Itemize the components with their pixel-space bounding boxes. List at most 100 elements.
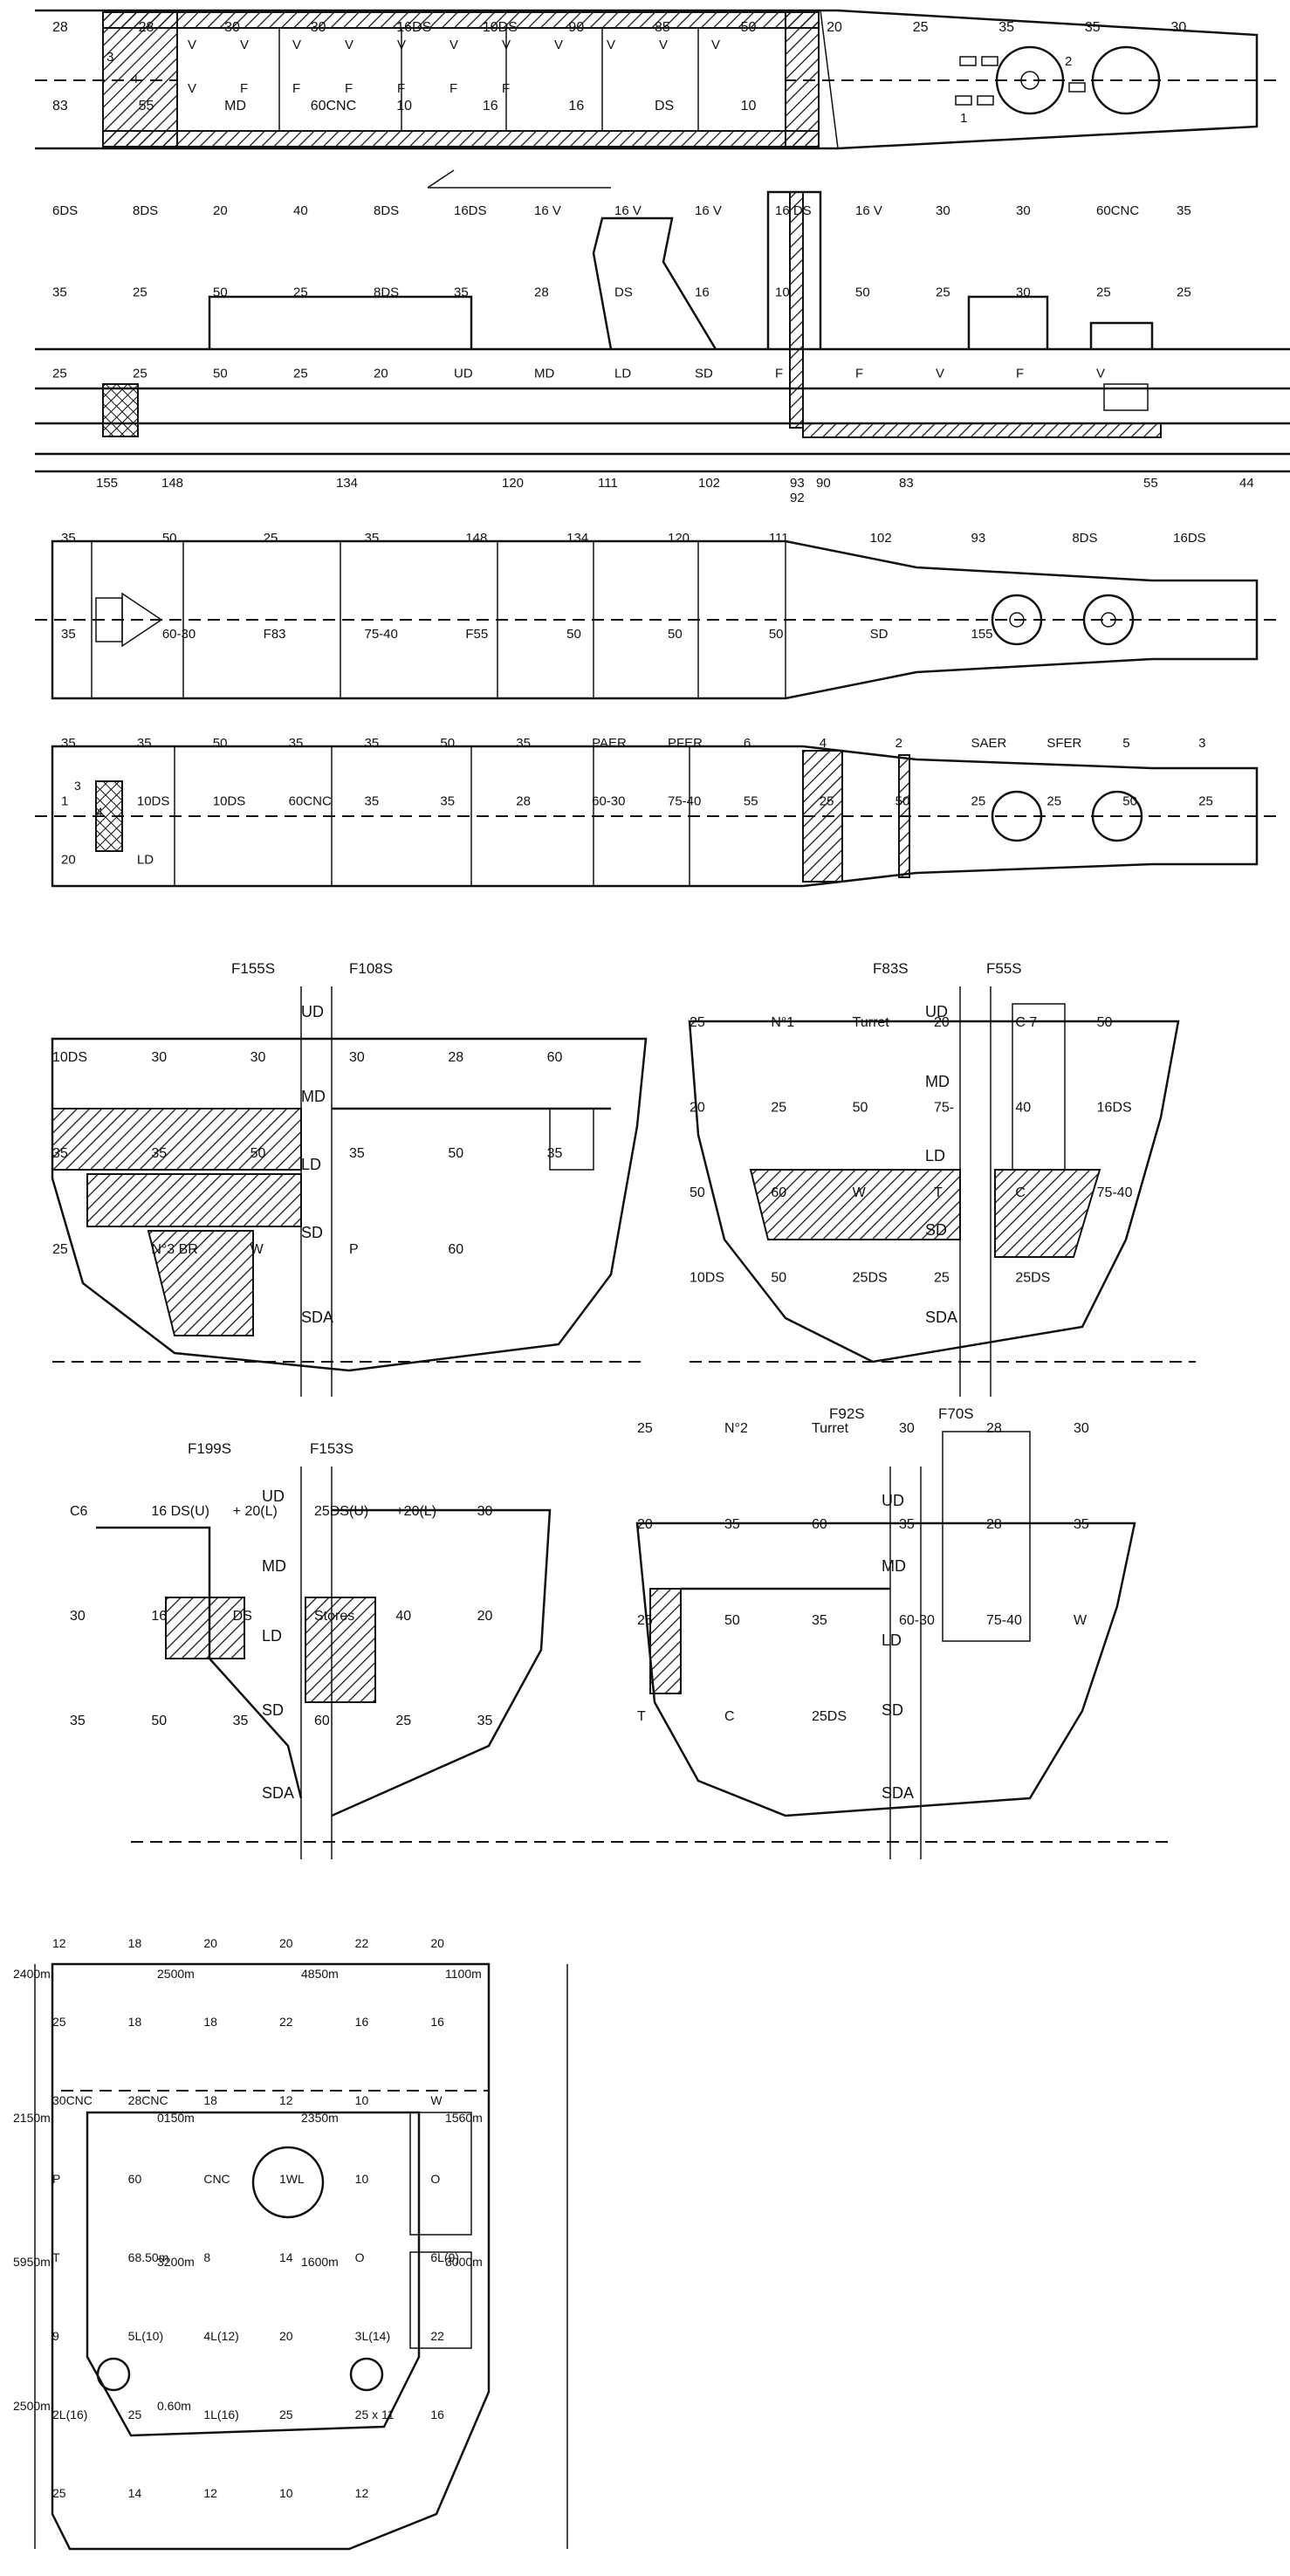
plan-middle-label: 25 <box>264 531 278 546</box>
deck-label: SDA <box>262 1784 294 1802</box>
deck-label: SDA <box>925 1309 957 1326</box>
deck-label: UD <box>262 1487 285 1505</box>
section-label: C6 <box>70 1504 88 1519</box>
detail-label: 16 <box>430 2015 444 2029</box>
profile-label: 16 V <box>534 203 561 218</box>
section-label: 35 <box>812 1613 827 1628</box>
section-label: 16 DS(U) <box>151 1504 209 1519</box>
profile-label: 50 <box>855 285 870 299</box>
plan-middle-label: 120 <box>668 531 690 546</box>
section-label: 50 <box>250 1146 266 1161</box>
profile-label: 8DS <box>133 203 158 218</box>
frame-number-label: 93 <box>790 476 805 491</box>
section-label: 30 <box>349 1050 365 1065</box>
section-label: 30 <box>70 1609 86 1624</box>
dimension-label: 0150m <box>157 2111 195 2125</box>
circled-number-label: 3 <box>106 50 113 65</box>
detail-label: 28CNC <box>128 2093 168 2107</box>
deck-label: SDA <box>882 1784 914 1802</box>
frame-number-label: 111 <box>598 476 618 491</box>
section-label: 35 <box>1074 1517 1089 1532</box>
section-label: N°2 <box>724 1421 748 1436</box>
section-label: 50 <box>771 1271 786 1286</box>
profile-label: F <box>855 367 863 381</box>
plan-middle-label: 35 <box>365 531 380 546</box>
section-label: 50 <box>448 1146 463 1161</box>
plan-lower-label: LD <box>137 852 154 867</box>
section-label: 35 <box>724 1517 740 1532</box>
profile-label: MD <box>534 367 554 381</box>
profile-label: 20 <box>374 367 388 381</box>
detail-label: 14 <box>128 2486 142 2500</box>
section-label: T <box>637 1709 646 1724</box>
deck-label: MD <box>925 1073 950 1090</box>
plan-lower-label: 60CNC <box>289 794 332 809</box>
section-label: + 20(L) <box>233 1504 278 1519</box>
section-label: 25DS <box>853 1271 888 1286</box>
turret-circle <box>1091 45 1161 115</box>
section-label: 60-30 <box>899 1613 935 1628</box>
plan-lower-label: 35 <box>61 736 76 751</box>
plan-lower-label: 25 <box>820 794 834 809</box>
turret-circle <box>995 45 1065 115</box>
plan-middle-label: SD <box>870 627 889 642</box>
detail-label: O <box>355 2250 365 2264</box>
deck-label: MD <box>301 1088 326 1105</box>
plan-upper-label: 90 <box>568 20 584 35</box>
section-label: 35 <box>151 1146 167 1161</box>
detail-label: 9 <box>52 2329 59 2343</box>
frame-left-label: F92S <box>829 1405 865 1422</box>
frame-left-label: F83S <box>873 960 909 977</box>
plan-lower-label: SFER <box>1046 736 1081 751</box>
plan-upper-label: 16DS <box>396 20 431 35</box>
room-icon-label: V <box>659 38 668 52</box>
plan-upper-label: 60CNC <box>311 99 356 113</box>
plan-lower-label: 4 <box>820 736 827 751</box>
dimension-label: 0.60m <box>157 2399 191 2413</box>
frame-right-label: F70S <box>938 1405 974 1422</box>
section-label: C <box>1015 1185 1026 1200</box>
plan-middle-label: 134 <box>566 531 588 546</box>
plan-lower-label: 35 <box>289 736 304 751</box>
plan-lower-label: 28 <box>516 794 531 809</box>
plan-middle-label: 50 <box>769 627 784 642</box>
detail-label: T <box>52 2250 60 2264</box>
section-label: 30 <box>151 1050 167 1065</box>
detail-label: 18 <box>128 2015 142 2029</box>
detail-label: 68.50m <box>128 2250 169 2264</box>
dimension-label: 3000m <box>445 2255 483 2269</box>
profile-label: 40 <box>293 203 308 218</box>
plan-middle-label: F83 <box>264 627 286 642</box>
section-label: C 7 <box>1015 1015 1037 1030</box>
plan-lower-label: 75-40 <box>668 794 701 809</box>
room-icon-label: F <box>449 81 457 96</box>
plan-upper-label: 10 <box>396 99 412 113</box>
detail-label: 5L(10) <box>128 2329 163 2343</box>
section-label: 35 <box>52 1146 68 1161</box>
detail-label: P <box>52 2172 60 2186</box>
section-label: 50 <box>690 1185 705 1200</box>
plan-lower-label: 20 <box>61 852 76 867</box>
frame-number-label: 92 <box>790 491 805 505</box>
plan-lower-label: 25 <box>1046 794 1061 809</box>
profile-label: 20 <box>213 203 228 218</box>
dimension-label: 1100m <box>445 1967 482 1981</box>
frame-left-label: F199S <box>188 1440 231 1457</box>
section-label: 25 <box>637 1421 653 1436</box>
detail-label: 10 <box>355 2172 369 2186</box>
section-label: C <box>724 1709 735 1724</box>
plan-middle-label: 75-40 <box>365 627 398 642</box>
detail-label: 1L(16) <box>203 2408 238 2421</box>
detail-label: 18 <box>203 2015 217 2029</box>
section-label: 20 <box>690 1101 705 1116</box>
detail-label: 20 <box>430 1936 444 1950</box>
circled-number-label: 3 <box>74 779 81 793</box>
section-label: 30 <box>477 1504 493 1519</box>
plan-middle-label: 102 <box>870 531 892 546</box>
dimension-label: 2350m <box>301 2111 339 2125</box>
plan-lower-label: 50 <box>213 736 228 751</box>
room-icon-label: V <box>188 81 196 96</box>
dimension-label: 1560m <box>445 2111 483 2125</box>
